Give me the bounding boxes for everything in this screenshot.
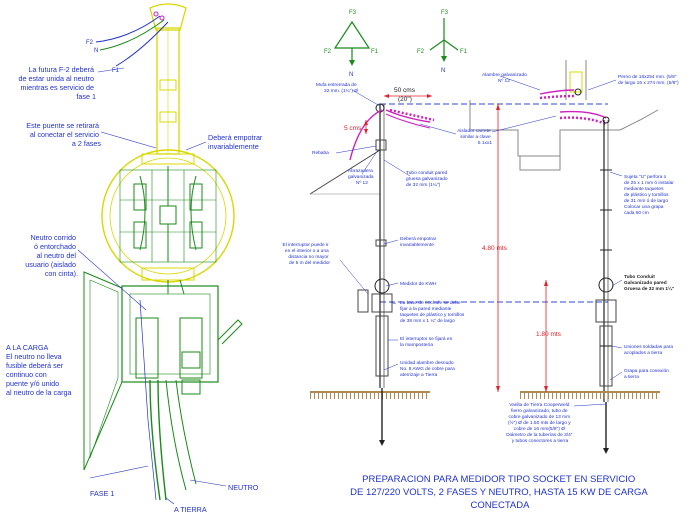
- note-embed: Deberá empotrar invariablemente: [208, 133, 264, 151]
- star-f1-label: F1: [460, 49, 468, 55]
- note-unidad: Unidad alambre desnudo No. 8 AWG de cobr…: [400, 360, 456, 378]
- triangle-n-label: N: [349, 72, 353, 78]
- note-grapa: Grapa para conexión a tierra: [624, 368, 670, 380]
- star-n-label: N: [441, 68, 445, 74]
- note-future-f2: La futura F-2 deberá de estar unida al n…: [18, 65, 96, 101]
- note-base: La base de enchufe se debe fijar a la pa…: [400, 300, 466, 324]
- triangle-f1-label: F1: [371, 49, 379, 55]
- note-bridge: Este puente se retirará al conectar el s…: [26, 121, 101, 148]
- triangle-f3-label: F3: [349, 10, 357, 16]
- dim-180-label: 1.80 mts: [536, 331, 562, 338]
- note-medidor: Medidor de KWH: [400, 281, 437, 287]
- note-interruptor-fijara: El interruptor se fijará en la mamposter…: [400, 336, 454, 348]
- note-interruptor-puede: El interruptor puede ir en el interior o…: [283, 242, 331, 266]
- note-rebaba: Rebaba: [312, 150, 329, 156]
- label-neutral: NEUTRO: [228, 483, 259, 492]
- left-meter-assembly: F2 N F1: [83, 3, 243, 501]
- star-f3-label: F3: [441, 10, 449, 16]
- left-f1-label: F1: [112, 68, 120, 74]
- note-varilla: Varilla de Tierra Cooperweld fierro galv…: [506, 402, 574, 444]
- title-text: PREPARACION PARA MEDIDOR TIPO SOCKET EN …: [350, 474, 650, 511]
- star-f2-label: F2: [417, 49, 425, 55]
- note-sujeta: Sujeta "U" perfora o de 25 x 1 mm ó inst…: [624, 174, 675, 216]
- dim-50-label: 50 cms: [394, 87, 416, 94]
- note-mufa: Mufa entrerrada de 32 mm. (1¼") Ø: [316, 82, 358, 94]
- left-f2-label: F2: [86, 40, 94, 46]
- phase-triangle-diagram: F3 F2 F1 N: [324, 10, 379, 78]
- note-tubo-conduit: Tubo Conduit Galvanizado pared Gruesa de…: [624, 274, 674, 292]
- dim-20-label: (20"): [398, 96, 412, 103]
- left-n-label: N: [94, 48, 98, 54]
- note-neutral: Neutro corrido ó entorchado al neutro de…: [25, 233, 78, 278]
- diagram-title: PREPARACION PARA MEDIDOR TIPO SOCKET EN …: [350, 474, 650, 511]
- dimension-lines: 50 cms (20") 5 cms 4.80 mts 1.80 mts: [344, 87, 562, 392]
- note-alambre: Alambre galvanizado Nº 12: [482, 72, 528, 84]
- right-annotations: Mufa entrerrada de 32 mm. (1¼") Ø Alambr…: [283, 72, 680, 444]
- triangle-f2-label: F2: [324, 49, 332, 55]
- label-ground: A TIERRA: [174, 505, 207, 514]
- right-installation: [309, 60, 660, 454]
- left-annotations: La futura F-2 deberá de estar unida al n…: [6, 65, 264, 514]
- note-tubo-galv: Tubo conduit pared gruesa galvanizado de…: [406, 170, 449, 188]
- label-phase1: FASE 1: [90, 489, 114, 498]
- note-perno: Perno de 16x254 mm. (5/8" de largo 16 x …: [618, 74, 679, 86]
- note-abrazadera: Abrazadera galvanizada Nº 12: [348, 168, 375, 186]
- note-load: A LA CARGA El neutro no lleva fusible de…: [6, 343, 72, 397]
- dim-5-label: 5 cms: [344, 125, 362, 132]
- dim-480-label: 4.80 mts: [482, 245, 508, 252]
- phase-star-diagram: F3 F2 F1 N: [417, 10, 468, 74]
- note-uniones: Uniones soldadas para acoplados a tierra: [624, 344, 674, 356]
- note-aislador: Aislador carrete similar a clave 5 1xx1: [457, 128, 492, 146]
- note-empotrar: Deberá empotrar invariablemente: [400, 236, 438, 248]
